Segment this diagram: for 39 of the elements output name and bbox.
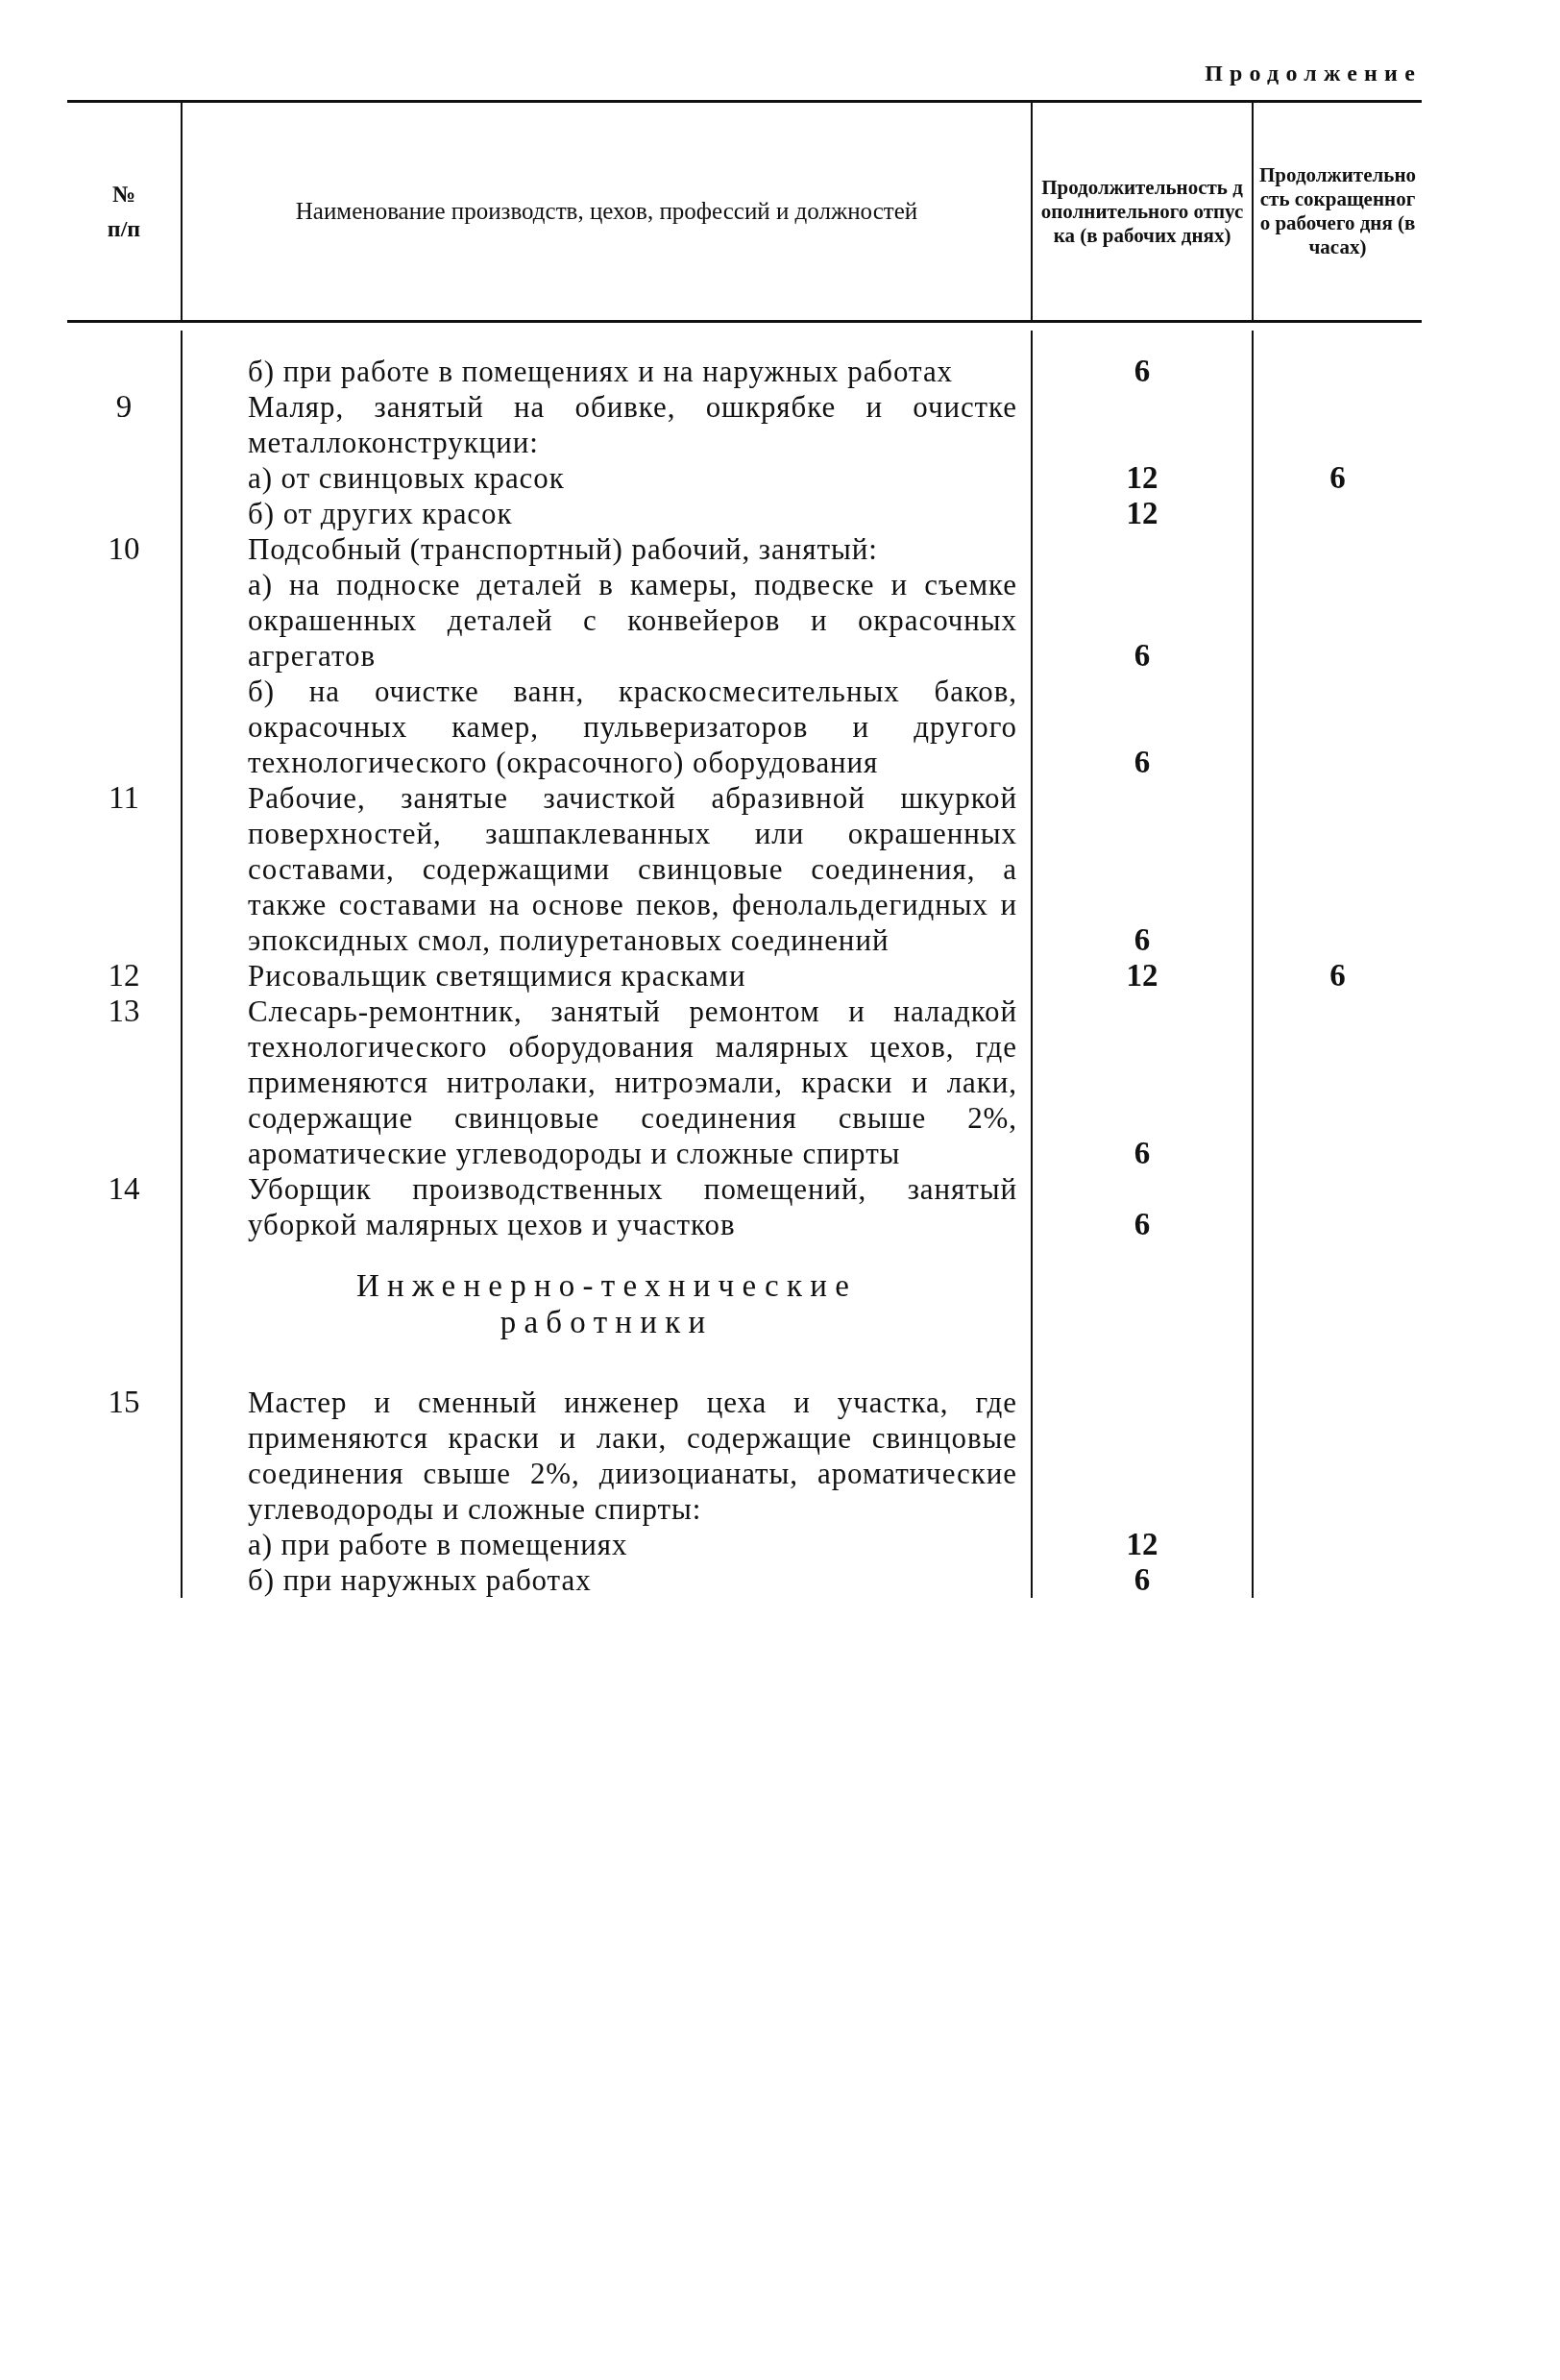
row-number: 9 <box>115 389 133 425</box>
column-header: Продолжительность сокращенного рабочего дня (в часах) <box>1258 163 1417 259</box>
row-number: 14 <box>108 1171 140 1207</box>
column-header: № п/п <box>106 181 142 243</box>
profession-description: а) при работе в помещениях <box>248 1527 629 1562</box>
shortened-day-hours-value: 6 <box>1329 958 1346 994</box>
leave-days-value: 6 <box>1133 1562 1151 1598</box>
leave-days-value: 6 <box>1133 1207 1151 1242</box>
profession-description: б) при работе в помещениях и на наружных работах <box>248 354 955 389</box>
row-number: 10 <box>108 531 140 567</box>
profession-description: Маляр, занятый на обивке, ошкрябке и очистке металлоконструкции: <box>248 389 1017 460</box>
profession-description: Уборщик производственных помещений, занятый уборкой малярных цехов и участков <box>248 1171 1017 1242</box>
profession-description: а) от свинцовых красок <box>248 460 566 496</box>
leave-days-value: 6 <box>1133 745 1151 780</box>
leave-days-value: 12 <box>1126 1527 1158 1562</box>
leave-days-value: 12 <box>1126 496 1158 531</box>
leave-days-value: 6 <box>1133 922 1151 958</box>
row-number: 13 <box>108 994 140 1029</box>
leave-days-value: 12 <box>1126 460 1158 496</box>
profession-description: Подсобный (транспортный) рабочий, занятый: <box>248 531 879 567</box>
row-number: 11 <box>109 780 139 816</box>
profession-description: б) на очистке ванн, краскосмесительных баков, окрасочных камер, пульверизаторов и другого технологического (окрасочного) оборудования <box>248 674 1017 780</box>
shortened-day-hours-value: 6 <box>1329 460 1346 496</box>
profession-description: б) при наружных работах <box>248 1562 593 1598</box>
leave-days-value: 12 <box>1126 958 1158 994</box>
profession-description: Слесарь-ремонтник, занятый ремонтом и наладкой технологического оборудования малярных цехов, где применяются нитролаки, нитроэмали, краски и лаки, содержащие свинцовые соединения свыше 2%, ароматические углеводороды и сложные спирты <box>248 994 1017 1171</box>
leave-days-value: 6 <box>1133 638 1151 674</box>
row-number: 12 <box>108 958 140 994</box>
profession-description: Рабочие, занятые зачисткой абразивной шкуркой поверхностей, зашпаклеванных или окрашенных составами, содержащими свинцовые соединения, а также составами на основе пеков, фенолальдегидных и эпоксидных смол, полиуретановых соединений <box>248 780 1017 958</box>
profession-description: б) от других красок <box>248 496 514 531</box>
section-heading: Инженерно-технические работники <box>354 1267 859 1340</box>
leave-days-value: 6 <box>1133 354 1151 389</box>
profession-description: Мастер и сменный инженер цеха и участка, где применяются краски и лаки, содержащие свинцовые соединения свыше 2%, диизоцианаты, ароматические углеводороды и сложные спирты: <box>248 1385 1017 1527</box>
column-header: Наименование производств, цехов, профессий и должностей <box>295 197 918 226</box>
leave-days-value: 6 <box>1133 1136 1151 1171</box>
continuation-note: Продолжение <box>1205 60 1422 87</box>
column-header: Продолжительность дополнительного отпуска (в рабочих днях) <box>1040 175 1244 248</box>
profession-description: Рисовальщик светящимися красками <box>248 958 747 994</box>
row-number: 15 <box>108 1385 140 1420</box>
